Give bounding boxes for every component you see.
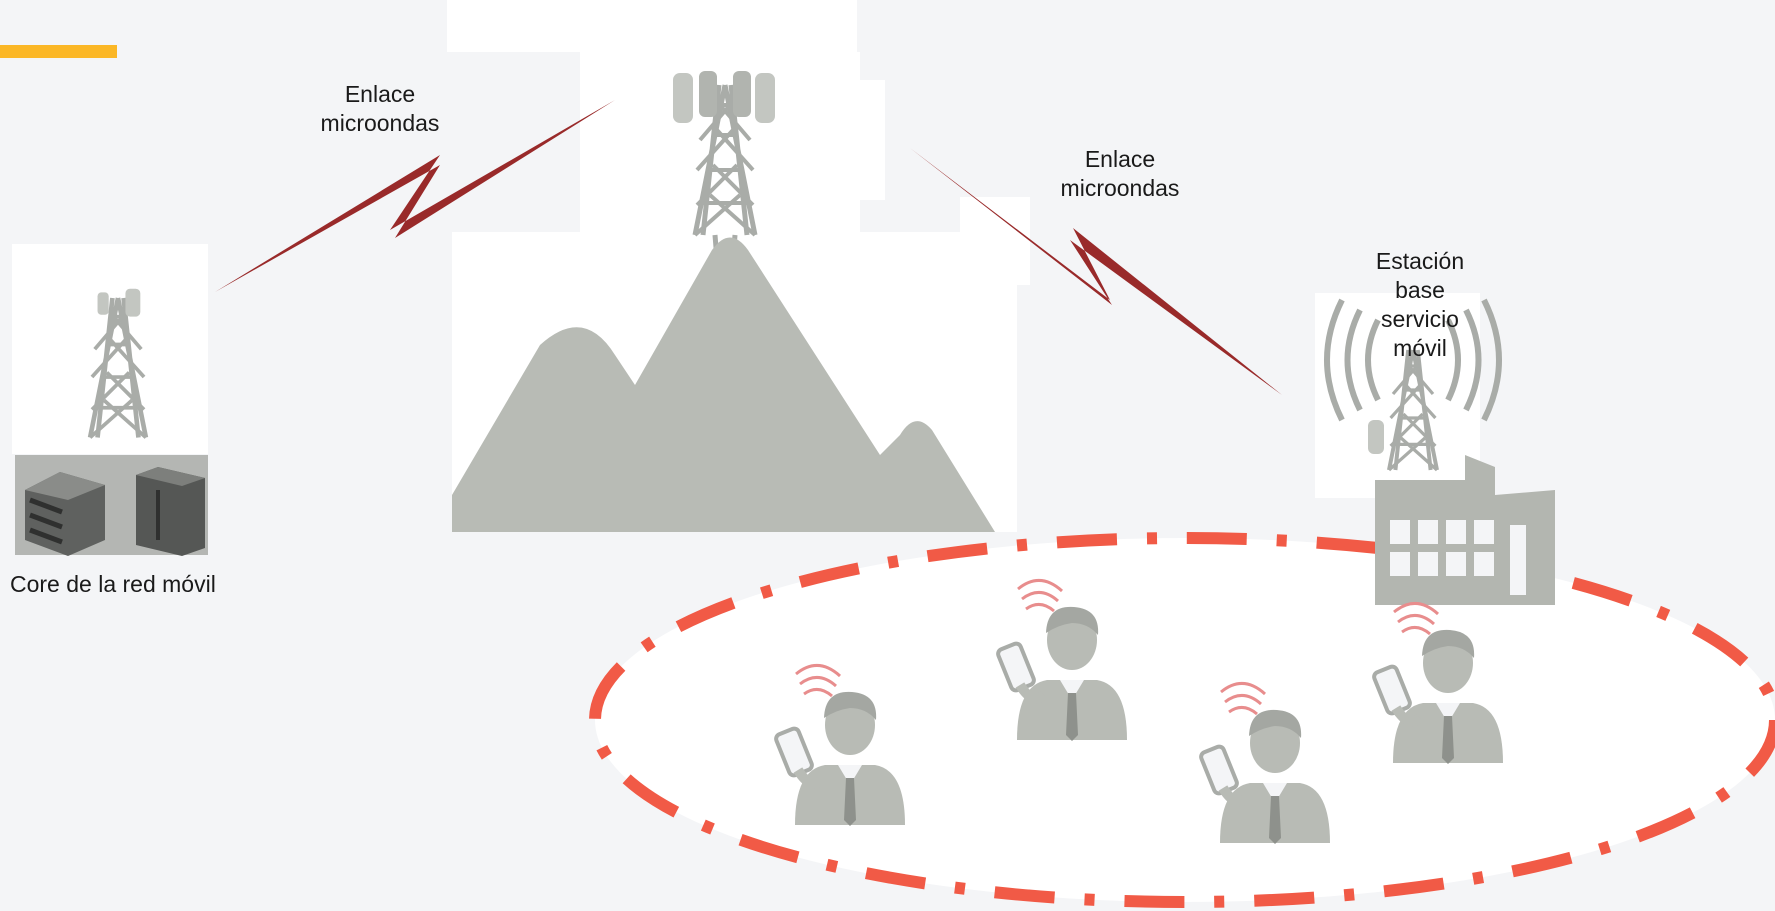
label-line: microondas — [1060, 175, 1180, 201]
broadcast-tower-icon — [1324, 298, 1502, 470]
microwave-link-label-left: Enlace microondas — [290, 80, 470, 138]
microwave-link-label-right: Enlace microondas — [1030, 145, 1210, 203]
core-network-label: Core de la red móvil — [10, 571, 216, 597]
building-icon — [1375, 455, 1555, 605]
label-line: móvil — [1393, 335, 1447, 361]
coverage-area — [589, 532, 1775, 908]
label-line: base — [1395, 277, 1445, 303]
label-line: Enlace — [344, 81, 416, 107]
label-line: servicio — [1381, 306, 1459, 332]
base-station-label: Estación base servicio móvil — [1340, 247, 1500, 363]
server-rack-icon — [25, 467, 205, 556]
mountain-panel-right — [860, 80, 885, 200]
lightning-link-left — [215, 100, 615, 292]
label-line: microondas — [320, 110, 440, 136]
accent-bar — [0, 45, 117, 58]
label-line: Estación — [1375, 248, 1465, 274]
core-tower-icon — [90, 288, 146, 438]
mountain-icon — [452, 237, 995, 532]
mountain-panel-top — [447, 0, 857, 52]
relay-tower-icon — [673, 71, 775, 286]
label-line: Enlace — [1084, 146, 1156, 172]
